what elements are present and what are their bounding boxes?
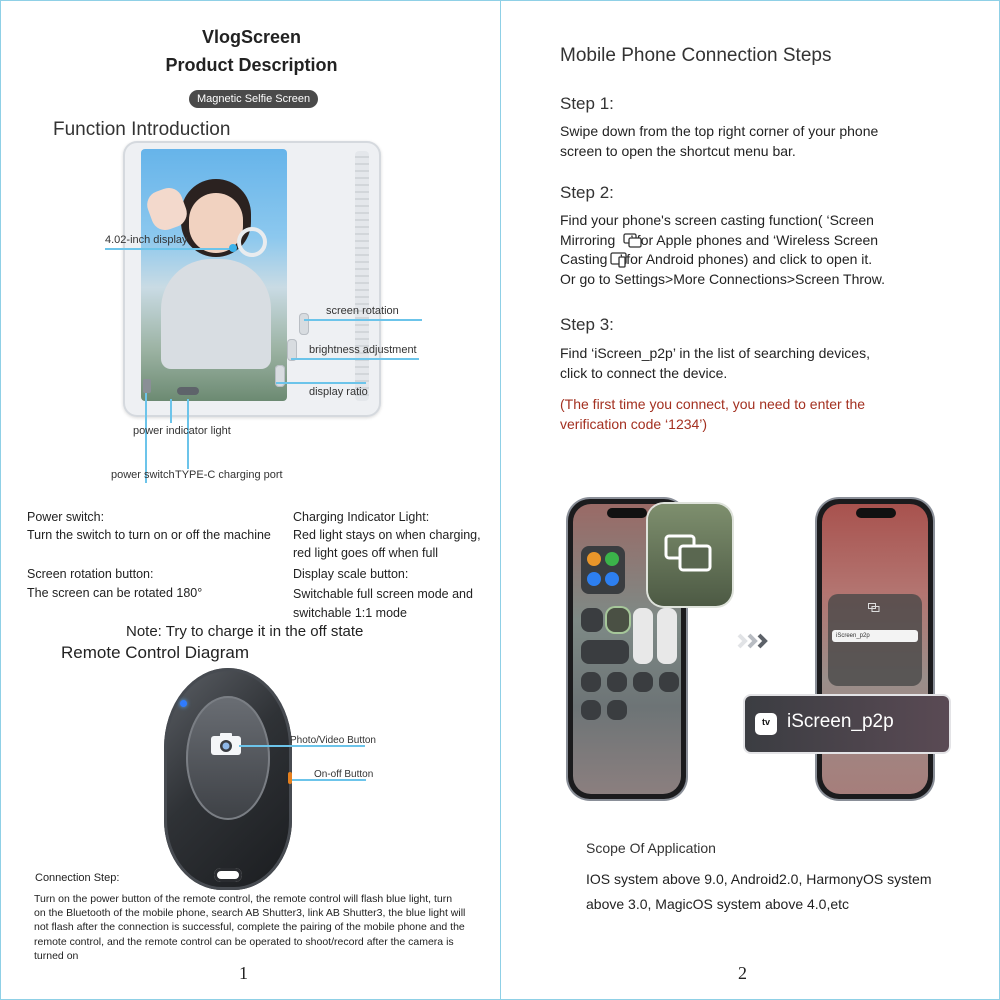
callout-photo-video: Photo/Video Button xyxy=(290,735,376,746)
charging-note: Note: Try to charge it in the off state xyxy=(126,623,364,640)
apple-tv-icon: tv xyxy=(755,713,777,735)
device-display-photo xyxy=(141,149,287,401)
ratio-button[interactable] xyxy=(275,365,285,387)
step-1-text: Swipe down from the top right corner of … xyxy=(560,123,879,159)
callout-display-ratio: display ratio xyxy=(309,386,368,398)
scope-text: IOS system above 9.0, Android2.0, Harmon… xyxy=(586,871,932,912)
rotation-button-desc: The screen can be rotated 180° xyxy=(27,586,203,600)
page-number-2: 2 xyxy=(738,963,747,983)
function-introduction-heading: Function Introduction xyxy=(53,119,231,140)
connection-step-title: Connection Step: xyxy=(35,872,120,884)
iscreen-popup-label: iScreen_p2p xyxy=(787,711,894,732)
product-name: VlogScreen xyxy=(201,27,302,47)
power-switch-desc: Turn the switch to turn on or off the ma… xyxy=(27,528,271,542)
callout-onoff: On-off Button xyxy=(314,769,374,780)
step-3-text: Find ‘iScreen_p2p’ in the list of search… xyxy=(560,345,870,381)
step-3-title: Step 3: xyxy=(560,315,614,334)
wireless-casting-icon xyxy=(610,252,628,268)
iscreen-device-popup[interactable]: tv iScreen_p2p xyxy=(745,696,949,752)
type-c-port xyxy=(177,387,199,395)
device-search-panel: iScreen_p2p xyxy=(828,594,922,686)
scale-button-title: Display scale button: xyxy=(293,567,409,581)
power-switch[interactable] xyxy=(143,379,151,393)
step-2-title: Step 2: xyxy=(560,183,614,202)
charging-indicator-desc-2: red light goes off when full xyxy=(293,546,439,560)
page-2: Mobile Phone Connection Steps Step 1: Sw… xyxy=(500,0,1000,1000)
charging-indicator-desc-1: Red light stays on when charging, xyxy=(293,528,481,542)
brightness-button[interactable] xyxy=(287,339,297,361)
screen-mirroring-large-icon xyxy=(648,504,732,606)
camera-icon xyxy=(210,732,242,756)
photo-video-button[interactable] xyxy=(186,696,270,820)
scale-button-desc-1: Switchable full screen mode and xyxy=(293,587,473,601)
device-list-item[interactable]: iScreen_p2p xyxy=(832,630,918,642)
rotation-button[interactable] xyxy=(299,313,309,335)
product-badge: Magnetic Selfie Screen xyxy=(189,90,319,108)
callout-power-indicator: power indicator light xyxy=(133,425,231,437)
connection-steps-heading: Mobile Phone Connection Steps xyxy=(560,45,832,66)
page-number-1: 1 xyxy=(239,963,248,983)
callout-display: 4.02-inch display xyxy=(105,234,188,246)
phone-device-list: iScreen_p2p xyxy=(817,499,933,799)
step-1-title: Step 1: xyxy=(560,94,614,113)
scale-button-desc-2: switchable 1:1 mode xyxy=(293,606,407,620)
remote-control-heading: Remote Control Diagram xyxy=(61,643,250,662)
scope-title: Scope Of Application xyxy=(586,840,716,856)
screen-mirroring-tile[interactable] xyxy=(607,608,629,632)
product-description-title: Product Description xyxy=(165,55,338,75)
screen-mirroring-icon xyxy=(623,233,643,248)
remote-control xyxy=(164,668,292,890)
remote-indicator-light xyxy=(180,700,187,707)
callout-screen-rotation: screen rotation xyxy=(326,305,399,317)
callout-power-switch: power switch xyxy=(111,469,175,481)
callout-type-c-port: TYPE-C charging port xyxy=(175,469,283,481)
power-switch-title: Power switch: xyxy=(27,510,105,524)
vlog-screen-device xyxy=(123,141,381,417)
apple-tv-badge: tv xyxy=(761,717,770,727)
verification-note: (The first time you connect, you need to… xyxy=(560,396,866,432)
step-2-text: Find your phone's screen casting functio… xyxy=(560,212,886,287)
charging-indicator-title: Charging Indicator Light: xyxy=(293,510,430,524)
onoff-button[interactable] xyxy=(288,772,292,784)
page-1: VlogScreen Product Description Magnetic … xyxy=(0,0,501,1000)
callout-brightness: brightness adjustment xyxy=(309,344,417,356)
connection-step-text: Turn on the power button of the remote c… xyxy=(34,893,466,962)
rotation-button-title: Screen rotation button: xyxy=(27,567,154,581)
arrow-right-icon xyxy=(737,633,773,649)
